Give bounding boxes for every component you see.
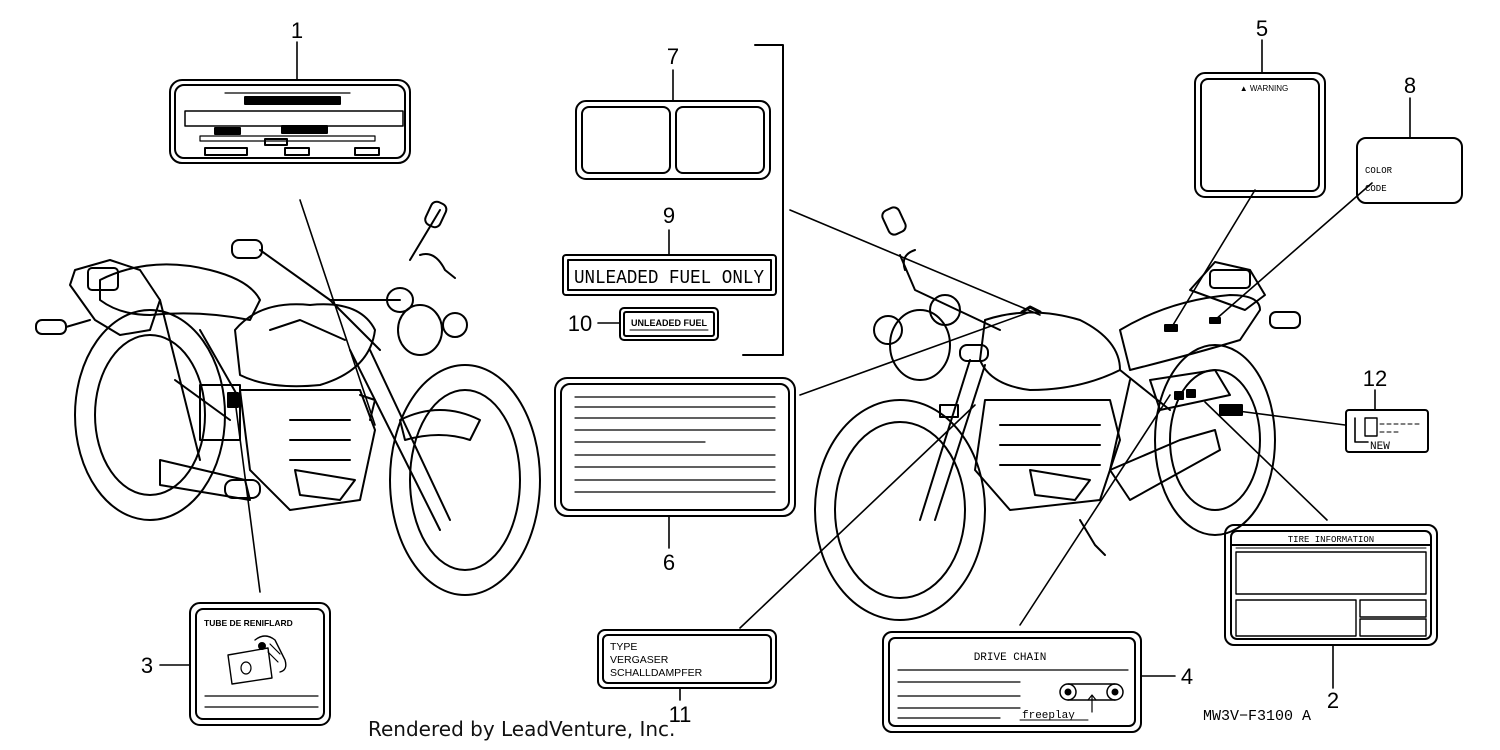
- new-text: NEW: [1370, 441, 1390, 453]
- decal-7: [575, 100, 771, 180]
- decal-12: NEW: [1345, 409, 1429, 453]
- callout-9: 9: [663, 203, 675, 228]
- decal-5: ▲ WARNING: [1194, 72, 1326, 198]
- callout-10: 10: [568, 311, 592, 336]
- type-text: TYPE: [610, 641, 637, 653]
- diagram-code: MW3V−F3100 A: [1203, 708, 1312, 725]
- callout-11: 11: [669, 702, 692, 727]
- schalldampfer-text: SCHALLDAMPFER: [610, 667, 703, 679]
- decal-4: DRIVE CHAIN freeplay: [882, 631, 1142, 733]
- drive-chain-text: DRIVE CHAIN: [974, 652, 1047, 664]
- color-text: COLOR: [1365, 166, 1393, 176]
- callout-7: 7: [667, 44, 679, 69]
- decal-2: TIRE INFORMATION: [1224, 524, 1438, 646]
- left-motorcycle-illustration: [35, 200, 541, 596]
- decal-9: UNLEADED FUEL ONLY: [562, 254, 777, 296]
- right-motorcycle-illustration: [814, 206, 1301, 621]
- callout-3: 3: [141, 653, 153, 678]
- rendered-by-credit: Rendered by LeadVenture, Inc.: [368, 717, 676, 741]
- callout-4: 4: [1181, 664, 1193, 689]
- callout-leaders: [159, 39, 1411, 701]
- group-bracket: [742, 44, 784, 356]
- code-text: CODE: [1365, 184, 1387, 194]
- decal-10: UNLEADED FUEL: [619, 307, 719, 341]
- decal-3: TUBE DE RENIFLARD: [189, 602, 331, 726]
- tube-de-reniflard-text: TUBE DE RENIFLARD: [204, 618, 293, 628]
- warning-text: ▲ WARNING: [1240, 84, 1289, 93]
- tire-information-text: TIRE INFORMATION: [1288, 535, 1374, 545]
- decal-11: TYPE VERGASER SCHALLDAMPFER: [597, 629, 777, 689]
- callout-2: 2: [1327, 688, 1339, 713]
- callout-5: 5: [1256, 16, 1268, 41]
- callout-12: 12: [1363, 366, 1387, 391]
- vergaser-text: VERGASER: [610, 654, 669, 666]
- leader-lines: [234, 182, 1373, 629]
- callout-6: 6: [663, 550, 675, 575]
- callout-8: 8: [1404, 73, 1416, 98]
- unleaded-fuel-text: UNLEADED FUEL: [631, 318, 708, 328]
- decal-6: [554, 377, 796, 517]
- decal-8: COLOR CODE: [1356, 137, 1463, 204]
- freeplay-text: freeplay: [1022, 710, 1075, 722]
- callout-numbers: 1 2 3 4 5 6 7 8 9 10 11 12: [141, 16, 1416, 727]
- unleaded-fuel-only-text: UNLEADED FUEL ONLY: [574, 267, 765, 289]
- decal-1: [169, 79, 411, 164]
- callout-1: 1: [291, 18, 303, 43]
